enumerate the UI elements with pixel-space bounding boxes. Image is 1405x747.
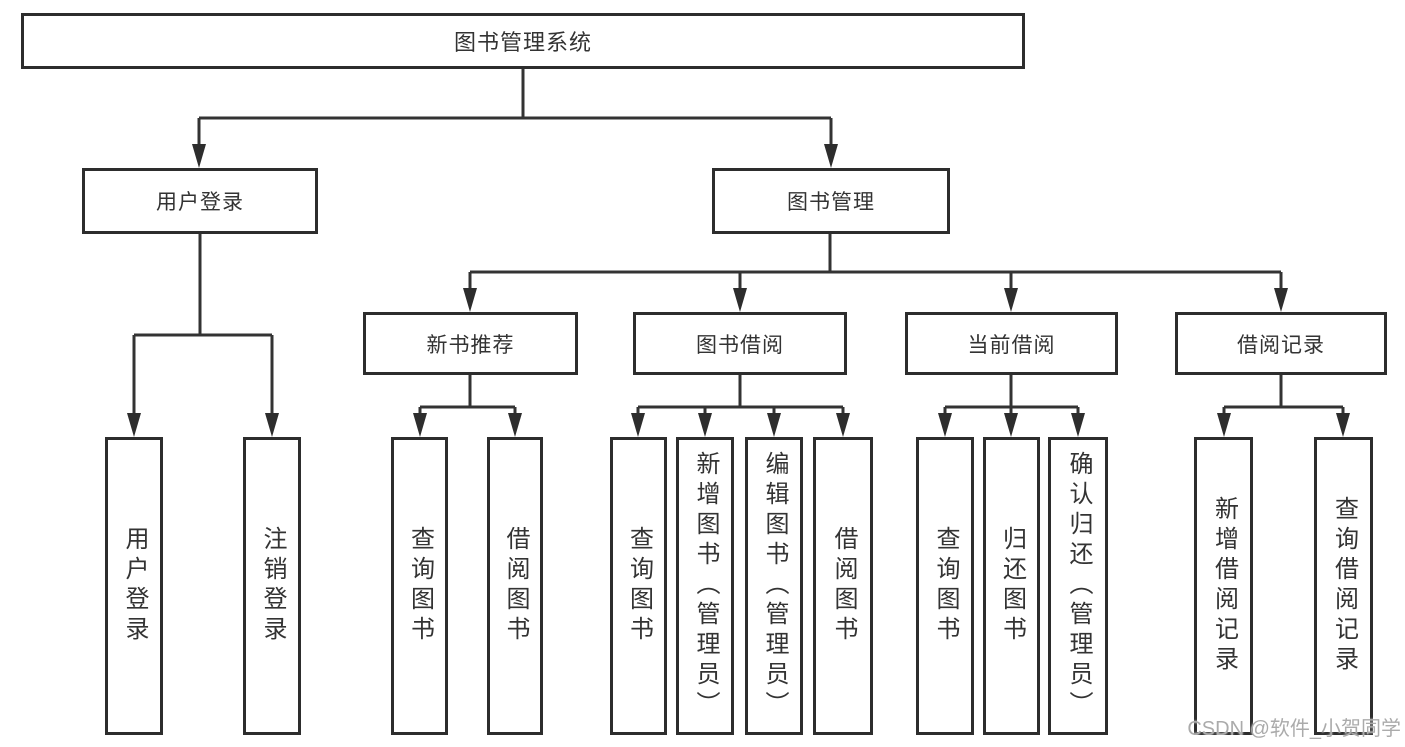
node-book-borrowing: 图书借阅: [633, 312, 847, 375]
node-book-management: 图书管理: [712, 168, 950, 234]
leaf-query-books-recommend: 查询图书: [391, 437, 448, 735]
node-user-login-label: 用户登录: [156, 191, 244, 214]
leaf-add-borrow-record-label: 新增借阅记录: [1210, 496, 1238, 676]
leaf-user-login-label: 用户登录: [121, 526, 148, 646]
leaf-edit-books-admin-label: 编辑图书（管理员）: [761, 451, 788, 721]
leaf-return-books-label: 归还图书: [998, 526, 1026, 646]
node-new-book-recommend-label: 新书推荐: [426, 333, 515, 357]
node-current-borrowing: 当前借阅: [905, 312, 1118, 375]
leaf-add-books-admin: 新增图书（管理员）: [676, 437, 734, 735]
node-current-borrowing-label: 当前借阅: [967, 333, 1056, 357]
leaf-query-books-borrowing: 查询图书: [610, 437, 667, 735]
connector-paths: [132, 68, 1345, 415]
node-book-borrowing-label: 图书借阅: [696, 333, 784, 357]
leaf-borrow-books-recommend-label: 借阅图书: [502, 526, 529, 646]
leaf-logout: 注销登录: [243, 437, 301, 735]
leaf-edit-books-admin: 编辑图书（管理员）: [745, 437, 803, 735]
leaf-query-books-current-label: 查询图书: [932, 526, 959, 646]
arrowheads: [127, 144, 1350, 437]
leaf-borrow-books-recommend: 借阅图书: [487, 437, 543, 735]
leaf-user-login: 用户登录: [105, 437, 163, 735]
leaf-borrow-books-borrowing: 借阅图书: [813, 437, 873, 735]
leaf-confirm-return-admin: 确认归还（管理员）: [1048, 437, 1108, 735]
leaf-query-borrow-record: 查询借阅记录: [1314, 437, 1373, 735]
leaf-return-books: 归还图书: [983, 437, 1040, 735]
leaf-query-borrow-record-label: 查询借阅记录: [1330, 496, 1358, 676]
leaf-query-books-current: 查询图书: [916, 437, 974, 735]
node-root-label: 图书管理系统: [453, 30, 592, 55]
node-new-book-recommend: 新书推荐: [363, 312, 578, 375]
csdn-watermark: CSDN @软件_小贺同学: [1187, 718, 1401, 740]
leaf-add-books-admin-label: 新增图书（管理员）: [692, 451, 719, 721]
node-user-login: 用户登录: [82, 168, 318, 234]
leaf-confirm-return-admin-label: 确认归还（管理员）: [1065, 451, 1092, 721]
leaf-query-books-borrowing-label: 查询图书: [625, 526, 653, 646]
node-borrowing-records-label: 借阅记录: [1237, 333, 1325, 357]
leaf-add-borrow-record: 新增借阅记录: [1194, 437, 1253, 735]
leaf-borrow-books-borrowing-label: 借阅图书: [830, 526, 857, 646]
node-root-system: 图书管理系统: [21, 13, 1025, 69]
node-book-management-label: 图书管理: [787, 191, 875, 214]
leaf-logout-label: 注销登录: [259, 526, 286, 646]
leaf-query-books-recommend-label: 查询图书: [406, 526, 434, 646]
node-borrowing-records: 借阅记录: [1175, 312, 1387, 375]
